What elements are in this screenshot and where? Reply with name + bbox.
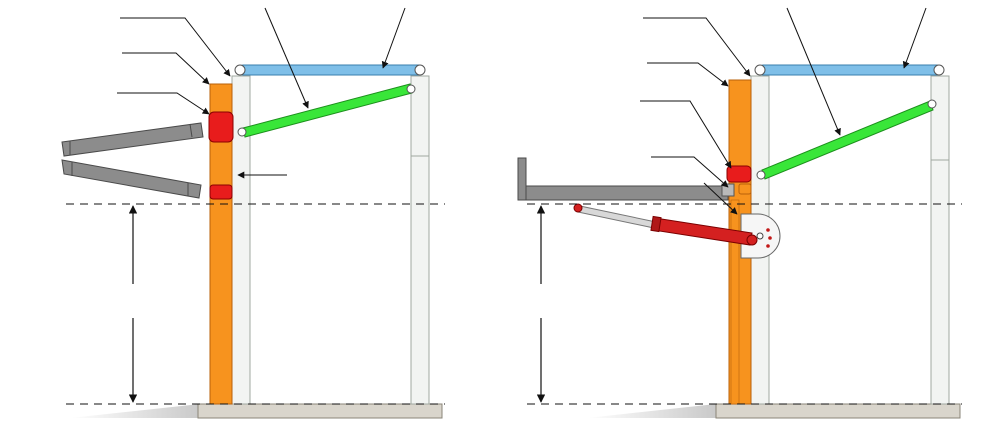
- leader-cylinder: [703, 182, 738, 215]
- ground-base: [197, 403, 443, 419]
- leader-post: [122, 52, 210, 85]
- diagonal-brace: [761, 100, 934, 180]
- top-beam-pivot-left: [234, 64, 246, 76]
- callout-leaders: [640, 7, 927, 215]
- lower-clamp: [738, 183, 752, 195]
- leader-upper-clamp: [117, 92, 210, 115]
- leader-brace: [786, 7, 841, 136]
- hinge-bracket: [740, 213, 781, 259]
- brace-pivot-upper: [927, 99, 937, 109]
- brace-pivot-lower: [237, 127, 247, 137]
- left-panel: [61, 7, 445, 419]
- upper-arm: [61, 122, 204, 157]
- leader-frame: [120, 17, 231, 77]
- frame-post-near: [231, 75, 251, 405]
- callout-leaders: [117, 7, 406, 179]
- leader-brace: [264, 7, 309, 109]
- hydraulic-cylinder: [573, 203, 758, 246]
- upper-clamp: [208, 111, 234, 143]
- ground-ramp: [587, 404, 716, 418]
- top-beam-pivot-left: [754, 64, 766, 76]
- top-beam: [239, 64, 423, 76]
- platform-arm: [517, 157, 735, 201]
- leader-post: [647, 62, 729, 87]
- frame-post-far: [930, 75, 950, 405]
- right-panel: [517, 7, 962, 419]
- ground-base: [715, 403, 961, 419]
- top-beam: [759, 64, 941, 76]
- leader-platform-arm: [651, 156, 729, 188]
- brace-pivot-lower: [756, 170, 766, 180]
- frame-post-far: [410, 75, 430, 405]
- top-beam-pivot-right: [414, 64, 426, 76]
- lower-clamp: [209, 184, 233, 200]
- leader-top-beam: [902, 7, 927, 69]
- upper-clamp: [726, 165, 752, 183]
- post-lower-strip: [730, 199, 740, 405]
- top-beam-pivot-right: [933, 64, 945, 76]
- leader-frame: [643, 17, 751, 77]
- leader-upper-clamp: [640, 100, 732, 169]
- diagonal-brace: [242, 83, 413, 138]
- ground-ramp: [70, 404, 200, 418]
- lower-arm: [61, 159, 202, 199]
- leader-top-beam: [381, 7, 406, 69]
- brace-pivot-upper: [406, 84, 416, 94]
